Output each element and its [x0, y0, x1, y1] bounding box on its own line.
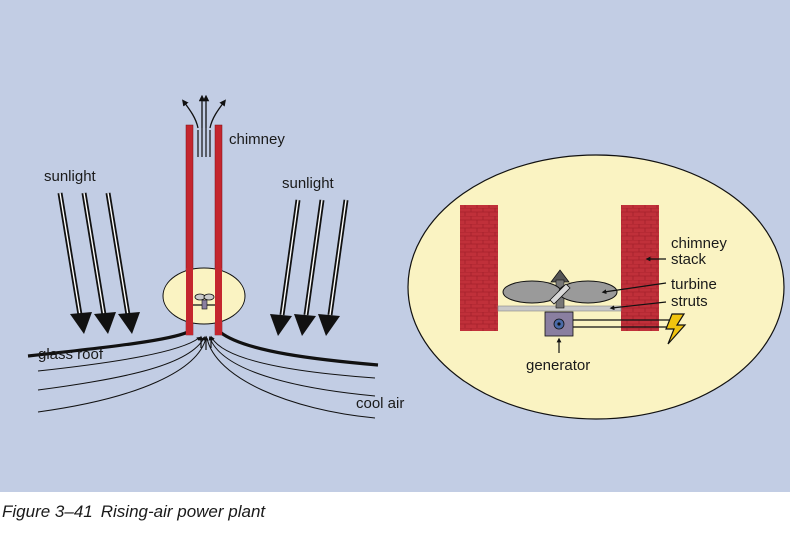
- caption-number: Figure 3–41: [2, 502, 93, 521]
- label-glass-roof: glass roof: [38, 346, 104, 363]
- label-sunlight-right: sunlight: [282, 175, 335, 192]
- diagram-svg: chimney sunlight sunlight glass roof coo…: [27, 94, 785, 420]
- label-chimney-stack-1: chimney: [671, 235, 727, 252]
- chimney-air-lines: [197, 128, 211, 157]
- turbine: [502, 269, 618, 309]
- electricity-icon: [665, 313, 687, 345]
- caption-title: Rising-air power plant: [100, 502, 266, 521]
- power-lines: [573, 319, 672, 328]
- label-generator: generator: [526, 357, 590, 374]
- sunlight-beams-right: [270, 199, 349, 336]
- label-struts: struts: [671, 293, 708, 310]
- label-chimney-stack-2: stack: [671, 251, 707, 268]
- cool-air-flow: [37, 336, 376, 419]
- chimney-stack-right: [621, 205, 659, 331]
- glass-roof: [27, 330, 379, 367]
- exhaust-arrows: [182, 94, 226, 129]
- sunlight-beam: [57, 192, 92, 334]
- chimney-inlet-arrows: [198, 335, 214, 350]
- sunlight-beam: [105, 192, 140, 334]
- sunlight-beam: [294, 199, 325, 336]
- sunlight-beam: [81, 192, 116, 334]
- sunlight-beams-left: [57, 192, 140, 334]
- chimney-stack-left: [460, 205, 498, 331]
- sunlight-beam: [318, 199, 349, 336]
- generator: [544, 311, 574, 337]
- label-chimney: chimney: [229, 131, 285, 148]
- leader-lines: [556, 256, 667, 353]
- sunlight-beam: [270, 199, 301, 336]
- figure-caption: Figure 3–41 Rising-air power plant: [2, 502, 265, 522]
- label-turbine: turbine: [671, 276, 717, 293]
- small-turbine: [193, 293, 215, 310]
- label-sunlight-left: sunlight: [44, 168, 97, 185]
- label-cool-air: cool air: [356, 395, 404, 412]
